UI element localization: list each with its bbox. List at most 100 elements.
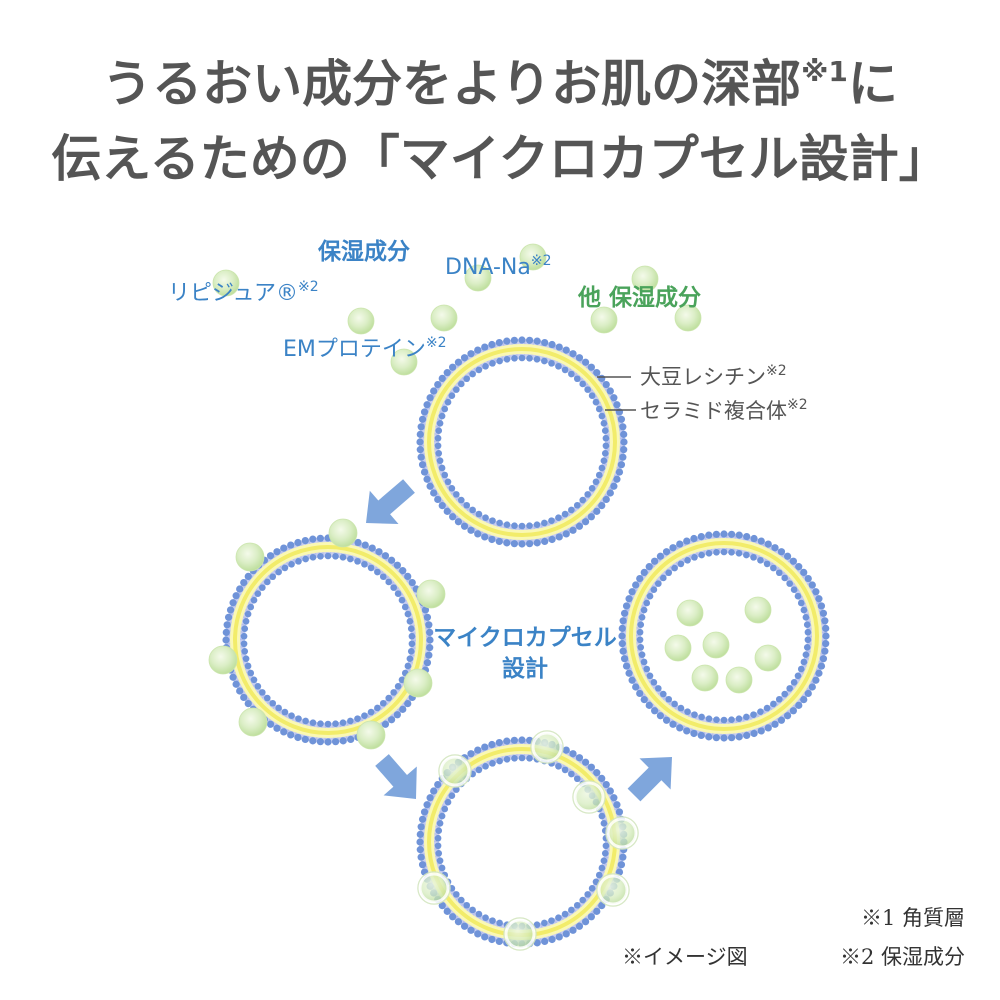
arrow-down-left-icon <box>366 479 415 524</box>
moisturizing-ingredient-ball <box>212 269 240 297</box>
lipid-head-dot <box>781 574 789 582</box>
lipid-head-dot <box>287 541 295 549</box>
lipid-head-dot <box>294 733 302 742</box>
lipid-head-dot <box>332 738 340 746</box>
moisturizing-ingredient-ball <box>417 871 451 905</box>
lipid-head-dot <box>453 891 460 898</box>
lipid-head-dot <box>638 651 646 658</box>
lipid-head-dot <box>640 606 648 614</box>
lipid-head-dot <box>240 640 248 648</box>
moisturizing-ingredient-ball <box>438 754 472 788</box>
lipid-head-dot <box>620 655 629 663</box>
lipid-head-dot <box>294 538 302 547</box>
lipid-head-dot <box>404 610 412 618</box>
lipid-head-dot <box>643 599 651 607</box>
lipid-head-dot <box>275 568 282 576</box>
lipid-head-dot <box>803 643 811 651</box>
lipid-head-dot <box>598 812 606 820</box>
lipid-head-dot <box>812 676 820 684</box>
lipid-head-dot <box>636 628 644 636</box>
lipid-head-dot <box>802 651 810 658</box>
lipid-head-dot <box>555 763 562 770</box>
lipid-head-dot <box>735 531 743 539</box>
lipid-head-dot <box>541 537 549 546</box>
ingredient-ball-halo <box>596 873 630 907</box>
lipid-head-dot <box>775 695 783 703</box>
label-microcapsule-line-2: 設計 <box>502 655 548 682</box>
lipid-head-dot <box>691 711 698 718</box>
lipid-head-dot <box>232 680 240 688</box>
lipid-head-dot <box>393 711 401 719</box>
lipid-head-dot <box>808 581 816 589</box>
lipid-head-dot <box>518 736 526 744</box>
lipid-head-dot <box>705 550 713 557</box>
ingredient-ball-body <box>702 631 730 659</box>
lipid-head-dot <box>728 530 736 538</box>
moisturizing-ingredient-ball <box>235 542 265 572</box>
lipid-head-dot <box>324 738 332 746</box>
lipid-head-dot <box>602 780 610 789</box>
lipid-head-dot <box>533 356 541 363</box>
lipid-head-dot <box>656 712 665 720</box>
lipid-head-dot <box>697 731 705 740</box>
lipid-head-dot <box>606 489 614 497</box>
lipid-head-dot <box>474 746 482 754</box>
lipid-head-dot <box>379 699 387 707</box>
lipid-head-dot <box>656 552 665 560</box>
lipid-head-dot <box>541 519 548 527</box>
lipid-head-dot <box>481 933 489 941</box>
lipid-head-dot <box>317 553 324 560</box>
lipid-head-dot <box>226 606 235 614</box>
lipid-head-dot <box>463 375 471 383</box>
lipid-head-dot <box>425 621 433 629</box>
lipid-head-dot <box>640 568 648 577</box>
ingredient-ball-body <box>676 599 704 627</box>
label-ceramide-complex-text: セラミド複合体 <box>640 399 787 423</box>
lipid-head-dot <box>720 548 728 556</box>
lipid-head-dot <box>620 446 628 454</box>
lipid-head-dot <box>698 551 705 559</box>
lipid-head-dot <box>804 628 812 636</box>
lipid-head-dot <box>367 708 375 716</box>
ingredient-ball-halo <box>605 816 639 850</box>
lipid-head-dot <box>398 596 406 604</box>
lipid-head-dot <box>757 557 764 564</box>
lipid-head-dot <box>229 673 237 681</box>
ingredient-ball-body <box>238 707 268 737</box>
lipid-head-dot <box>426 628 434 636</box>
lipid-head-dot <box>548 535 556 544</box>
lipid-head-dot <box>610 482 618 490</box>
lipid-head-dot <box>757 537 765 545</box>
lipid-head-dot <box>481 533 489 541</box>
ingredient-ball-body <box>416 579 446 609</box>
lipid-head-dot <box>399 705 407 713</box>
lipid-head-dot <box>618 640 626 648</box>
label-lipidure-note: ※2 <box>298 279 319 295</box>
ingredient-ball-halo <box>438 754 472 788</box>
lipid-head-dot <box>463 501 471 509</box>
lipid-head-dot <box>438 502 446 510</box>
lipid-head-dot <box>592 398 600 406</box>
lipid-head-dot <box>803 621 811 629</box>
lipid-head-dot <box>750 554 757 561</box>
lipid-head-dot <box>800 696 808 704</box>
lipid-head-dot <box>698 713 705 721</box>
lipid-head-dot <box>435 827 443 835</box>
lipid-head-dot <box>677 704 685 712</box>
lipid-head-dot <box>469 370 476 378</box>
lipid-head-dot <box>287 731 295 739</box>
lipid-head-dot <box>665 569 673 577</box>
lipid-head-dot <box>817 662 826 670</box>
lipid-head-dot <box>374 704 381 712</box>
lipid-head-dot <box>518 354 526 362</box>
lipid-head-dot <box>575 922 584 930</box>
label-ceramide-complex-note: ※2 <box>787 397 808 413</box>
lipid-head-dot <box>441 405 449 413</box>
lipid-head-dot <box>562 930 570 938</box>
moisturizing-ingredient-ball <box>530 730 564 764</box>
lipid-head-dot <box>561 510 569 518</box>
lipid-head-dot <box>332 720 339 727</box>
label-other-moisturizing: 他 保湿成分 <box>577 284 701 311</box>
lipid-head-dot <box>420 808 429 816</box>
lipid-head-dot <box>510 540 518 548</box>
